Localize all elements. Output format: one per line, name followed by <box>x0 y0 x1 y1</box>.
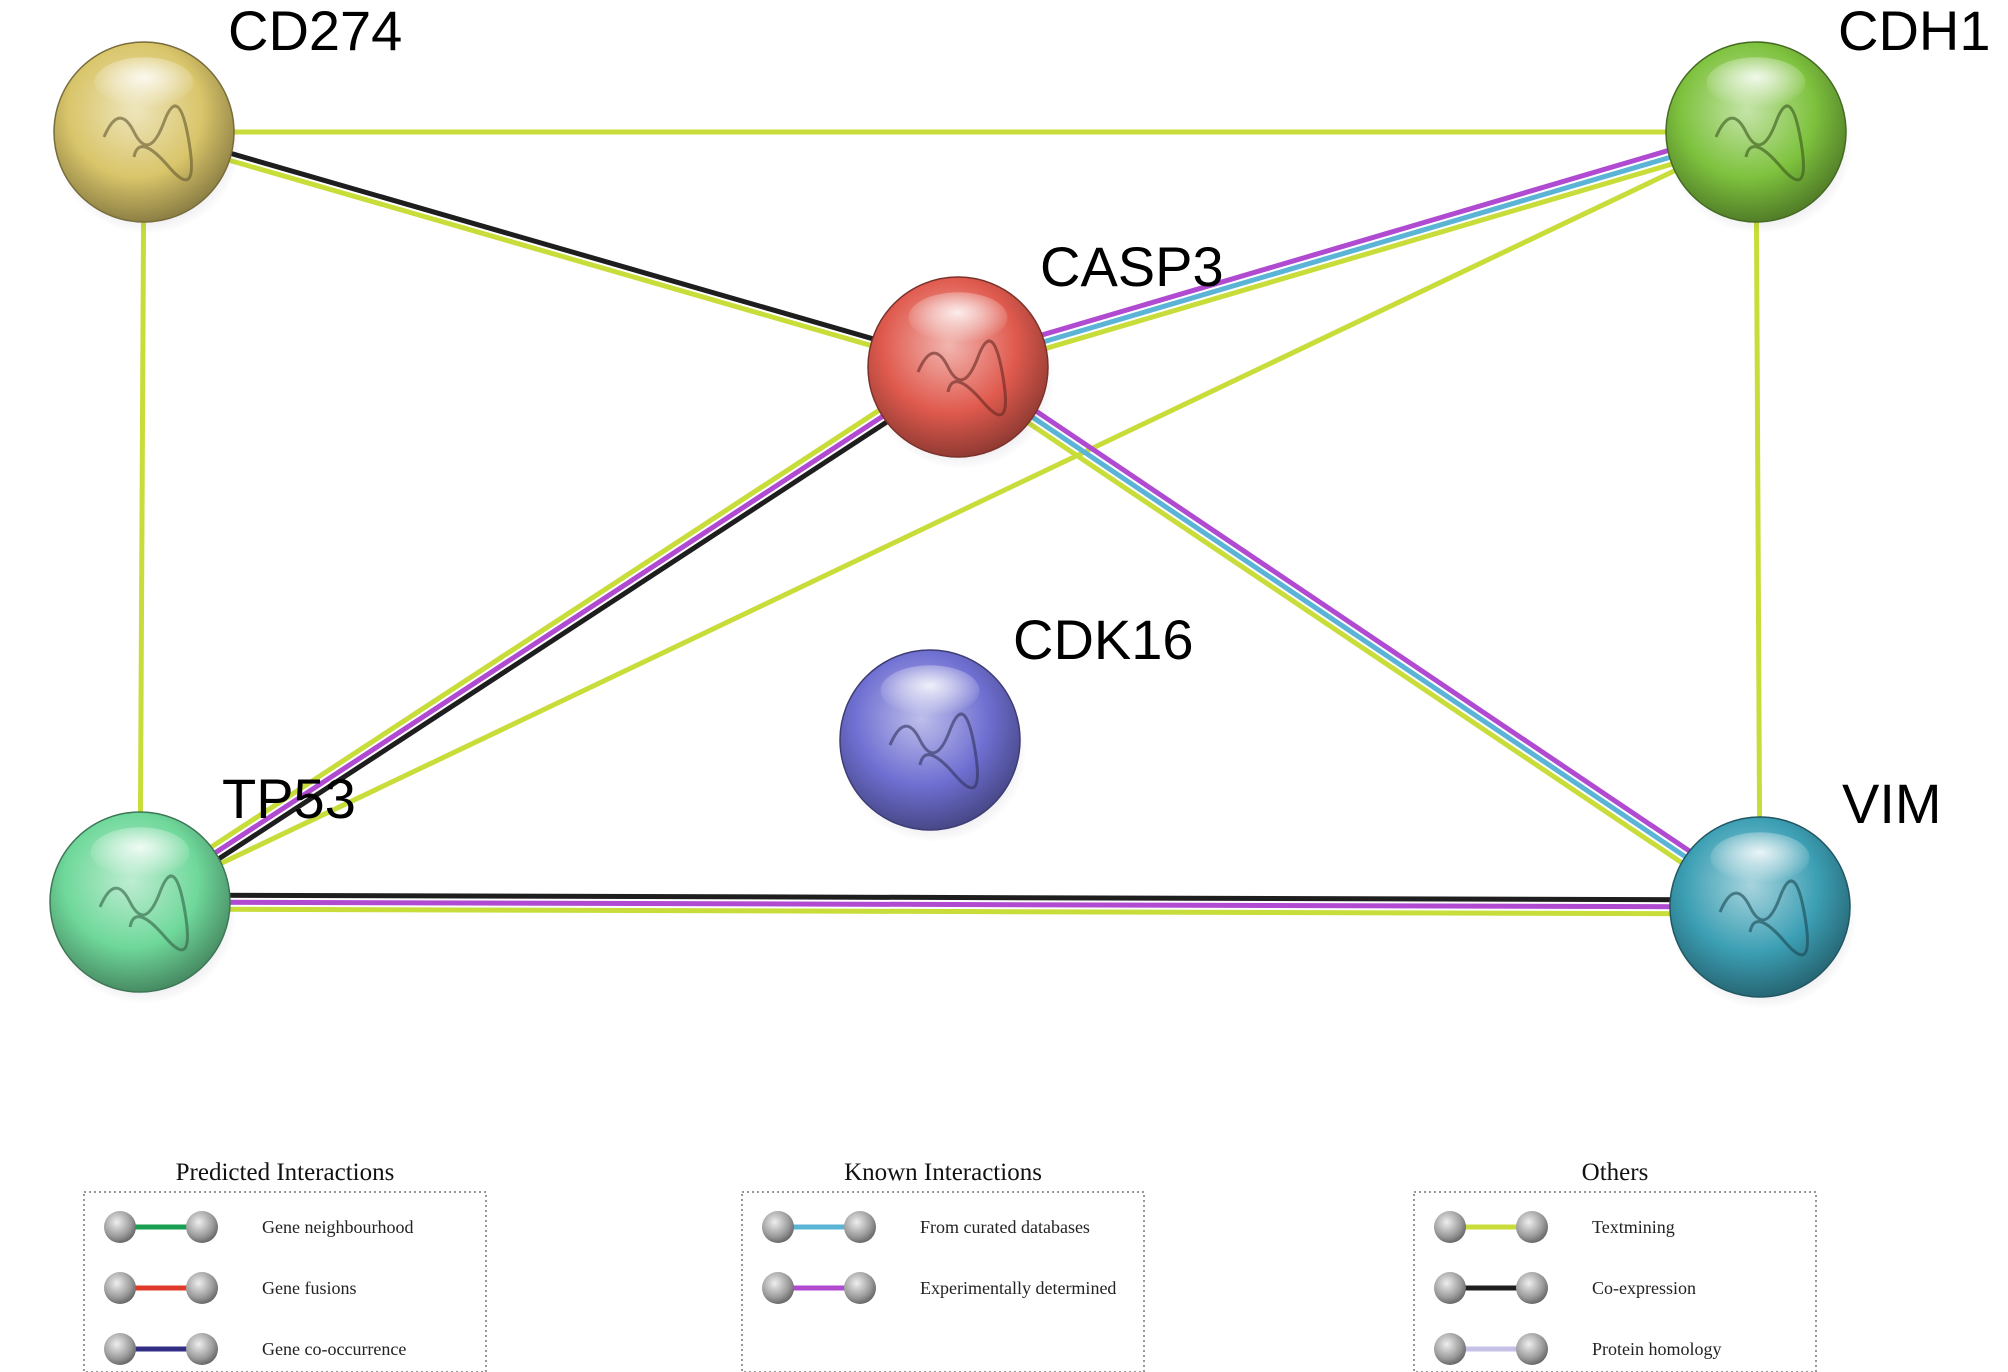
node-highlight <box>1710 832 1810 883</box>
edge-cdh1-casp3-textmining <box>959 136 1759 377</box>
legend-item-experimental: Experimentally determined <box>762 1272 1116 1304</box>
node-highlight <box>880 665 980 716</box>
edge-cdh1-casp3-experimental <box>955 122 1755 363</box>
legend-item-database: From curated databases <box>762 1211 1090 1243</box>
legend-ball-icon <box>762 1211 794 1243</box>
legend-ball-icon <box>844 1211 876 1243</box>
legend-ball-icon <box>762 1272 794 1304</box>
legend-box <box>741 1191 1145 1372</box>
legend-label: Protein homology <box>1592 1339 1722 1359</box>
edge-cd274-tp53-textmining <box>137 131 147 903</box>
node-label-casp3: CASP3 <box>1040 235 1224 298</box>
edge-tp53-vim-coexpression <box>140 892 1761 903</box>
edge-layer <box>134 122 1766 917</box>
node-label-tp53: TP53 <box>222 767 356 830</box>
node-highlight <box>90 827 190 878</box>
node-highlight <box>908 292 1008 343</box>
protein-structure-icon <box>98 874 189 952</box>
edge-cd274-casp3-textmining <box>142 132 958 373</box>
node-vim[interactable]: VIM <box>1669 772 1942 1009</box>
legend-title: Predicted Interactions <box>176 1159 395 1186</box>
node-cdk16[interactable]: CDK16 <box>839 608 1194 842</box>
protein-structure-icon <box>888 712 979 790</box>
legend-ball-icon <box>186 1211 218 1243</box>
legend-item-textmining: Textmining <box>1434 1211 1675 1243</box>
legend-ball-icon <box>1516 1272 1548 1304</box>
legend-label: Gene fusions <box>262 1278 356 1298</box>
legend-ball-icon <box>844 1272 876 1304</box>
edge-casp3-vim-textmining <box>952 370 1758 915</box>
legend-ball-icon <box>104 1272 136 1304</box>
edge-cdh1-tp53-textmining <box>138 129 1758 905</box>
legend-item-neighbourhood: Gene neighbourhood <box>104 1211 413 1243</box>
node-label-cdk16: CDK16 <box>1013 608 1194 671</box>
node-label-vim: VIM <box>1842 772 1942 835</box>
legend-title: Known Interactions <box>844 1159 1042 1186</box>
legend-label: From curated databases <box>920 1217 1090 1237</box>
legend-ball-icon <box>186 1333 218 1365</box>
legend-title: Others <box>1582 1159 1649 1186</box>
node-casp3[interactable]: CASP3 <box>867 235 1224 469</box>
legend-ball-icon <box>1516 1211 1548 1243</box>
edge-tp53-vim-textmining <box>139 906 1760 917</box>
legend-ball-icon <box>104 1333 136 1365</box>
edge-tp53-vim-experimental <box>139 899 1761 910</box>
legend-label: Experimentally determined <box>920 1278 1116 1298</box>
node-cd274[interactable]: CD274 <box>53 0 402 234</box>
legend-label: Gene neighbourhood <box>262 1217 413 1237</box>
edge-cdh1-casp3-database <box>957 129 1757 370</box>
edge-casp3-tp53-coexpression <box>142 370 964 910</box>
edge-cd274-casp3-coexpression <box>144 126 960 367</box>
node-label-cd274: CD274 <box>228 0 402 62</box>
legend-item-fusion: Gene fusions <box>104 1272 356 1304</box>
node-highlight <box>94 57 194 108</box>
edge-cdh1-vim-textmining <box>1753 131 1763 908</box>
legend-item-coexpression: Co-expression <box>1434 1272 1696 1304</box>
node-highlight <box>1706 57 1806 108</box>
legend-item-homology: Protein homology <box>1434 1333 1722 1365</box>
protein-structure-icon <box>1714 104 1805 182</box>
node-tp53[interactable]: TP53 <box>49 767 356 1004</box>
legend-ball-icon <box>1434 1272 1466 1304</box>
legend-ball-icon <box>1434 1211 1466 1243</box>
legend-ball-icon <box>104 1211 136 1243</box>
legend-box <box>1413 1191 1817 1372</box>
legend-ball-icon <box>1516 1333 1548 1365</box>
legend-box <box>83 1191 487 1372</box>
edge-casp3-vim-database <box>956 364 1762 910</box>
legend-label: Co-expression <box>1592 1278 1696 1298</box>
legend-label: Textmining <box>1592 1217 1675 1237</box>
legend-item-cooccurrence: Gene co-occurrence <box>104 1333 406 1365</box>
legend-ball-icon <box>186 1272 218 1304</box>
edge-casp3-tp53-experimental <box>138 364 960 905</box>
legend-ball-icon <box>1434 1333 1466 1365</box>
protein-structure-icon <box>916 339 1007 417</box>
node-label-cdh1: CDH1 <box>1838 0 1990 62</box>
edge-casp3-vim-experimental <box>960 359 1766 904</box>
node-cdh1[interactable]: CDH1 <box>1665 0 1990 234</box>
protein-structure-icon <box>102 104 193 182</box>
legend-label: Gene co-occurrence <box>262 1339 406 1359</box>
protein-structure-icon <box>1718 879 1809 957</box>
edge-casp3-tp53-textmining <box>134 359 956 899</box>
